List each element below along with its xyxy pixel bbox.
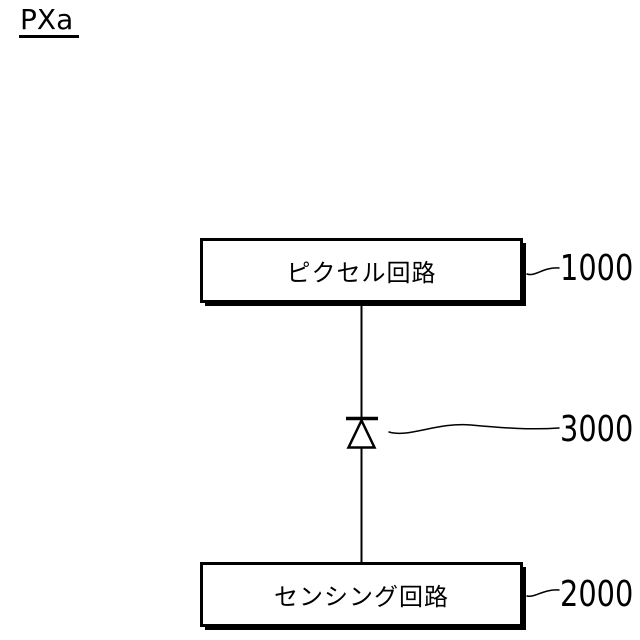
leader-line-3000	[388, 423, 560, 435]
leader-line-1000	[526, 267, 560, 276]
pixel-circuit-block: ピクセル回路	[200, 238, 523, 303]
pixel-circuit-label: ピクセル回路	[286, 259, 437, 287]
ref-number-1000: 1000	[560, 248, 634, 289]
ref-number-3000: 3000	[560, 409, 634, 450]
diode-icon	[346, 417, 377, 449]
sensing-circuit-block: センシング回路	[200, 562, 523, 627]
figure-label: PXa	[19, 5, 80, 39]
ref-number-2000: 2000	[560, 574, 634, 615]
leader-line-2000	[526, 589, 560, 598]
sensing-circuit-label: センシング回路	[274, 583, 449, 611]
